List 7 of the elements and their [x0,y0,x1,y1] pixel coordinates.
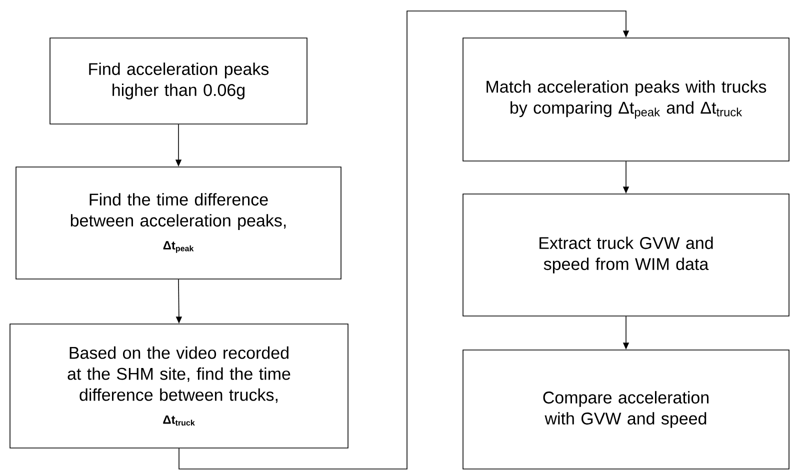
process-box: Based on the video recorded at the SHM site, find the time difference between trucks, Δt$_{truck}$ [10,324,348,448]
process-box: Match acceleration peaks with trucks by comparing Δt$_{peak}$ and Δt$_{truck}$ [462,38,790,162]
process-box: Find the time difference between acceleration peaks, Δt$_{peak}$ [16,166,342,280]
process-box: Compare acceleration with GVW and speed [462,350,790,470]
process-box: Find acceleration peaks higher than 0.06g [50,38,308,124]
arrow [178,10,630,470]
process-box: Extract truck GVW and speed from WIM data [462,194,790,316]
